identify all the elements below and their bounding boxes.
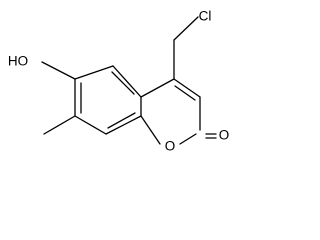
bond-o1-c8a [140, 115, 161, 145]
bond-c4-c3-inner [174, 85, 196, 101]
bond-c6-oh [41, 61, 76, 80]
bond-c7-c8 [74, 115, 107, 135]
chemical-structure: Cl HO O O [8, 9, 230, 154]
chlorine-label: Cl [199, 9, 212, 24]
bond-c4a-c5-inner [111, 71, 135, 95]
ring-oxygen-label: O [165, 139, 176, 154]
bond-c5-c6 [74, 65, 114, 80]
bond-c4-c3 [173, 78, 201, 98]
bond-c7-methyl [43, 115, 76, 135]
bond-c4a-c5 [112, 65, 142, 98]
bond-c2-o1 [179, 133, 197, 145]
carbonyl-oxygen-label: O [219, 128, 230, 143]
hydroxyl-label: HO [8, 54, 28, 69]
bond-c8-c8a-inner [107, 112, 136, 129]
bond-c4a-c4 [140, 78, 175, 98]
bond-ch2-cl [173, 16, 199, 41]
bond-c8-c8a [105, 115, 142, 135]
